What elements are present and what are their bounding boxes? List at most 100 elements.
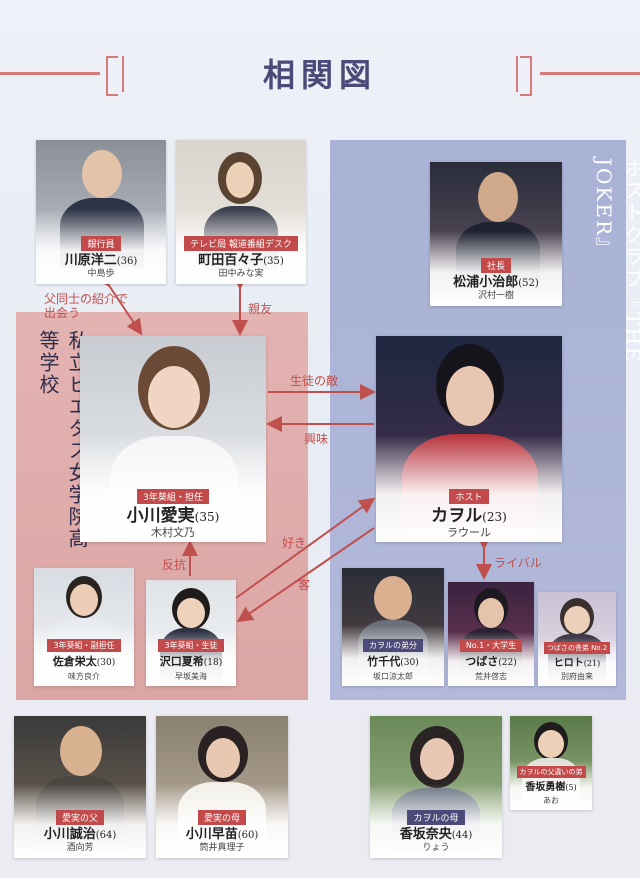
character-card-takechiyo[interactable]: カヲルの弟分 竹千代(30) 坂口涼太郎 <box>342 568 444 686</box>
sakura-fade <box>34 624 134 686</box>
sanae-age: (60) <box>237 830 259 841</box>
machida-actor: 田中みな実 <box>218 269 264 279</box>
sakura-actor: 味方良介 <box>68 672 100 681</box>
kaworu-role: ホスト <box>449 489 489 504</box>
title-bracket-right <box>520 56 532 96</box>
yuki-actor: あお <box>543 796 559 805</box>
sanae-name: 小川早苗(60) <box>156 827 288 843</box>
nao-actor: りょう <box>422 843 450 853</box>
sakura-name: 佐倉栄太(30) <box>34 654 134 671</box>
natsuki-actor: 早坂美海 <box>175 672 207 681</box>
character-card-tsubasa[interactable]: No.1・大学生 つばさ(22) 荒井啓志 <box>448 582 534 686</box>
tsubasa-actor: 荒井啓志 <box>475 672 507 681</box>
takechiyo-role: カヲルの弟分 <box>363 639 423 652</box>
kaworu-age: (23) <box>482 510 507 524</box>
takechiyo-name: 竹千代(30) <box>342 654 444 671</box>
aimi-info: 3年葵組・担任 小川愛実(35) 木村文乃 <box>80 485 266 538</box>
tsubasa-name: つばさ(22) <box>448 654 534 671</box>
seiji-role: 愛実の父 <box>55 810 104 825</box>
kawahara-info: 銀行員 川原洋二(36) 中島歩 <box>36 232 166 280</box>
seiji-age: (64) <box>95 830 117 841</box>
yuki-age: (5) <box>565 783 577 792</box>
nao-age: (44) <box>451 830 473 841</box>
character-card-aimi[interactable]: 3年葵組・担任 小川愛実(35) 木村文乃 <box>80 336 266 542</box>
yuki-name: 香坂勇樹(5) <box>510 780 592 795</box>
title-bar: 相関図 <box>0 44 640 104</box>
character-card-kawahara[interactable]: 銀行員 川原洋二(36) 中島歩 <box>36 140 166 284</box>
yuki-info: カヲルの父違いの弟 香坂勇樹(5) あお <box>510 759 592 806</box>
natsuki-face <box>177 598 205 628</box>
title-decor-left <box>0 72 100 75</box>
machida-face <box>226 162 254 198</box>
page-title: 相関図 <box>262 56 377 94</box>
aimi-name: 小川愛実(35) <box>80 506 266 527</box>
character-card-kaworu[interactable]: ホスト カヲル(23) ラウール <box>376 336 562 542</box>
character-card-natsuki[interactable]: 3年葵組・生徒 沢口夏希(18) 早坂美海 <box>146 580 236 686</box>
hiroto-role: つばさの舎弟 No.2 <box>543 642 611 654</box>
machida-age: (35) <box>263 256 284 267</box>
seiji-name: 小川誠治(64) <box>14 827 146 843</box>
tsubasa-face <box>478 598 504 628</box>
kawahara-role: 銀行員 <box>81 236 121 251</box>
sakura-name-text: 佐倉栄太 <box>52 655 97 668</box>
kawahara-actor: 中島歩 <box>87 269 115 279</box>
seiji-face <box>60 726 102 776</box>
yuki-face <box>538 730 564 758</box>
character-card-seiji[interactable]: 愛実の父 小川誠治(64) 酒向芳 <box>14 716 146 858</box>
sakura-face <box>70 584 98 616</box>
hiroto-age: (21) <box>583 659 601 668</box>
takechiyo-info: カヲルの弟分 竹千代(30) 坂口涼太郎 <box>342 633 444 682</box>
takechiyo-fade <box>342 624 444 686</box>
sanae-face <box>206 738 240 778</box>
nao-info: カヲルの母 香坂奈央(44) りょう <box>370 806 502 854</box>
arrow-kawahara-aimi <box>94 269 143 336</box>
relation-kawahara-aimi: 父同士の紹介で出会う <box>44 292 129 320</box>
sakura-role: 3年葵組・副担任 <box>47 639 121 652</box>
relation-kaworu-aimi: 興味 <box>304 432 329 446</box>
matsuura-actor: 沢村一樹 <box>477 291 514 301</box>
relation-natsuki-aimi: 反抗 <box>162 558 187 572</box>
matsuura-role: 社長 <box>480 258 511 273</box>
character-card-yuki[interactable]: カヲルの父違いの弟 香坂勇樹(5) あお <box>510 716 592 810</box>
character-card-hiroto[interactable]: つばさの舎弟 No.2 ヒロト(21) 別府由来 <box>538 592 616 686</box>
relation-aimi-kaworu: 生徒の敵 <box>290 374 339 388</box>
character-card-machida[interactable]: テレビ局 報道番組デスク 町田百々子(35) 田中みな実 <box>176 140 306 284</box>
machida-name: 町田百々子(35) <box>176 253 306 269</box>
character-card-sakura[interactable]: 3年葵組・副担任 佐倉栄太(30) 味方良介 <box>34 568 134 686</box>
sanae-actor: 筒井真理子 <box>199 843 245 853</box>
kaworu-actor: ラウール <box>447 526 491 539</box>
character-card-sanae[interactable]: 愛実の母 小川早苗(60) 筒井真理子 <box>156 716 288 858</box>
kaworu-fade <box>376 434 562 542</box>
relation-machida-aimi: 親友 <box>248 302 273 316</box>
aimi-name-text: 小川愛実 <box>126 506 195 526</box>
natsuki-name-text: 沢口夏希 <box>159 655 204 668</box>
machida-info: テレビ局 報道番組デスク 町田百々子(35) 田中みな実 <box>176 232 306 280</box>
machida-name-text: 町田百々子 <box>198 253 264 268</box>
title-decor-right <box>540 72 640 75</box>
hiroto-actor: 別府由来 <box>561 672 593 681</box>
tsubasa-role: No.1・大学生 <box>459 639 523 652</box>
kawahara-name-text: 川原洋二 <box>64 253 117 268</box>
natsuki-info: 3年葵組・生徒 沢口夏希(18) 早坂美海 <box>146 633 236 682</box>
character-card-nao[interactable]: カヲルの母 香坂奈央(44) りょう <box>370 716 502 858</box>
takechiyo-face <box>374 576 412 620</box>
machida-role: テレビ局 報道番組デスク <box>184 236 298 251</box>
hiroto-name: ヒロト(21) <box>538 656 616 671</box>
seiji-actor: 酒向芳 <box>66 843 94 853</box>
aimi-actor: 木村文乃 <box>151 526 195 539</box>
seiji-info: 愛実の父 小川誠治(64) 酒向芳 <box>14 806 146 854</box>
sakura-age: (30) <box>96 658 116 668</box>
character-card-matsuura[interactable]: 社長 松浦小治郎(52) 沢村一樹 <box>430 162 562 306</box>
arrow-natsuki-kaworu <box>235 497 376 599</box>
club-label: ホストクラブ『THE JOKER』 <box>592 158 640 364</box>
title-bracket-right-inner <box>516 56 518 92</box>
nao-face <box>420 738 454 780</box>
aimi-age: (35) <box>194 510 220 524</box>
kaworu-info: ホスト カヲル(23) ラウール <box>376 485 562 538</box>
aimi-fade <box>80 434 266 542</box>
yuki-name-text: 香坂勇樹 <box>525 782 566 793</box>
kawahara-age: (36) <box>116 256 138 267</box>
tsubasa-name-text: つばさ <box>465 655 499 668</box>
arrow-kaworu-natsuki <box>236 527 375 623</box>
relation-kaworu-natsuki: 客 <box>298 578 311 592</box>
